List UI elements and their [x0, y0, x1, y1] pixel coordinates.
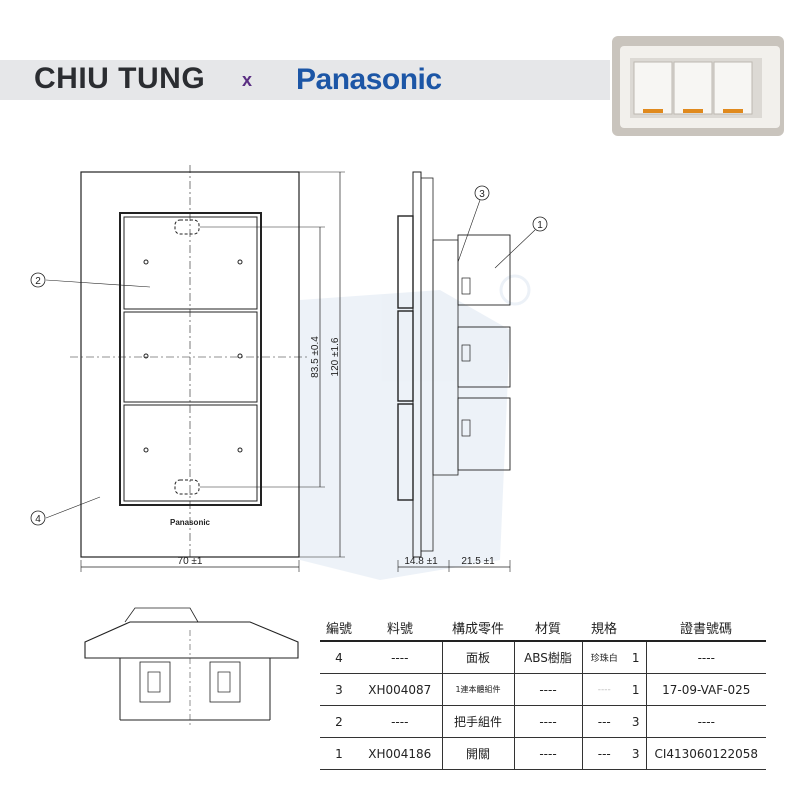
chiu-tung-logo: CHIU TUNG [34, 62, 206, 95]
dim-width: 70 ±1 [178, 556, 203, 567]
col-header-material: 材質 [534, 621, 561, 637]
panasonic-logo: Panasonic [296, 63, 442, 96]
front-view [30, 165, 345, 572]
table-row: 1 XH004186 開關 ---- --- 3 CI413060122058 [320, 737, 766, 770]
col-header-part: 料號 [386, 621, 413, 637]
watermark-logo [300, 274, 531, 580]
table-row: 4 ---- 面板 ABS樹脂 珍珠白 1 ---- [320, 640, 766, 674]
technical-drawing: 2 4 Panasonic 70 ±1 83.5 ±0.4 120 ±1.6 3… [30, 165, 548, 580]
col-header-qty [626, 614, 646, 641]
panel-logo: Panasonic [170, 518, 211, 527]
col-header-spec: 規格 [590, 621, 617, 637]
parts-table: 編號 料號 構成零件 材質 規格 證書號碼 4 ---- 面板 ABS樹脂 珍珠… [320, 614, 766, 770]
side-view [397, 171, 548, 572]
table-row: 2 ---- 把手組件 ---- --- 3 ---- [320, 705, 766, 738]
callout-1: 1 [537, 220, 543, 231]
dim-depth-back: 21.5 ±1 [461, 556, 495, 567]
bottom-view [84, 607, 299, 725]
brand-separator: x [242, 70, 253, 90]
header-banner [0, 60, 610, 100]
col-header-component: 構成零件 [451, 621, 504, 637]
col-header-cert: 證書號碼 [679, 621, 732, 637]
dim-inner-height: 83.5 ±0.4 [310, 336, 321, 378]
product-photo [612, 36, 784, 136]
dim-outer-height: 120 ±1.6 [330, 337, 341, 376]
callout-3: 3 [479, 189, 485, 200]
callout-4: 4 [35, 514, 41, 525]
col-header-no: 編號 [325, 621, 352, 637]
table-row: 3 XH004087 1連本體組件 ---- ---- 1 17-09-VAF-… [320, 673, 766, 706]
dim-depth-front: 14.8 ±1 [404, 556, 438, 567]
callout-2: 2 [35, 276, 41, 287]
